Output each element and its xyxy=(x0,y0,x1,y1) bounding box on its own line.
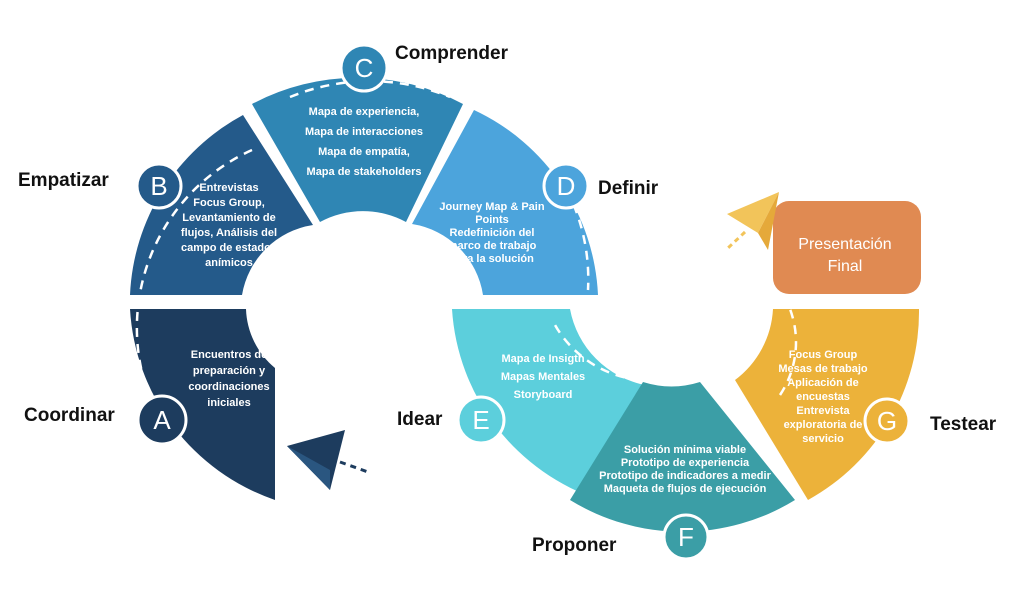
title-definir: Definir xyxy=(598,178,659,199)
description-line: Mapa de Insigth xyxy=(501,353,584,365)
badge-letter: C xyxy=(355,53,374,83)
description-line: marco de trabajo xyxy=(448,240,537,252)
segment-idear xyxy=(452,309,645,500)
segment-empatizar xyxy=(130,115,313,295)
description-line: Mapa de empatía, xyxy=(318,146,410,158)
description-line: Solución mínima viable xyxy=(624,444,746,456)
segment-proponer xyxy=(570,382,795,532)
description-line: Journey Map & Pain xyxy=(439,201,544,213)
description-line: Storyboard xyxy=(514,389,573,401)
description-line: servicio xyxy=(802,433,844,445)
description-line: Entrevistas xyxy=(199,182,258,194)
badge-letter: E xyxy=(472,405,489,435)
coordinar-description: Encuentros de preparación y coordinaciones… xyxy=(188,349,269,409)
description-line: Mesas de trabajo xyxy=(778,363,868,375)
description-line: coordinaciones xyxy=(188,381,269,393)
title-proponer: Proponer xyxy=(532,535,617,556)
title-idear: Idear xyxy=(397,409,443,430)
badge-e: E xyxy=(456,395,506,445)
paper-plane-icon xyxy=(287,430,369,490)
paper-plane-icon xyxy=(726,192,779,250)
description-line: iniciales xyxy=(207,397,250,409)
badge-letter: F xyxy=(678,522,694,552)
badge-a: A xyxy=(136,394,188,446)
description-line: anímicos xyxy=(205,257,253,269)
description-line: Focus Group, xyxy=(193,197,265,209)
presentacion-final-box xyxy=(773,201,921,294)
description-line: Focus Group xyxy=(789,349,858,361)
badge-g: G xyxy=(863,397,911,445)
badge-c: C xyxy=(339,43,389,93)
badge-letter: G xyxy=(877,406,897,436)
segment-comprender xyxy=(252,77,463,222)
segment-testear xyxy=(735,309,920,500)
title-testear: Testear xyxy=(930,414,997,435)
badge-b: B xyxy=(135,162,183,210)
title-empatizar: Empatizar xyxy=(18,170,109,191)
badge-letter: A xyxy=(153,405,171,435)
title-comprender: Comprender xyxy=(395,43,509,64)
badge-d: D xyxy=(542,162,590,210)
title-coordinar: Coordinar xyxy=(24,405,115,426)
description-line: campo de estados xyxy=(181,242,277,254)
segment-definir xyxy=(412,110,598,295)
description-line: Redefinición del xyxy=(450,227,535,239)
description-line: Mapas Mentales xyxy=(501,371,585,383)
description-line: Levantamiento de xyxy=(182,212,276,224)
description-line: Mapa de interacciones xyxy=(305,126,423,138)
dashed-arc-idear xyxy=(553,324,641,382)
description-line: para la solución xyxy=(450,253,534,265)
badge-f: F xyxy=(662,513,710,561)
description-line: preparación y xyxy=(193,365,266,377)
description-line: exploratoria de xyxy=(784,419,863,431)
comprender-description: Mapa de experiencia, Mapa de interaccione… xyxy=(305,106,423,178)
description-line: Aplicación de xyxy=(787,377,859,389)
description-line: Points xyxy=(475,214,509,226)
description-line: encuestas xyxy=(796,391,850,403)
dashed-arc-left xyxy=(135,148,253,469)
final-line: Final xyxy=(828,258,863,275)
segment-coordinar xyxy=(130,309,275,500)
description-line: flujos, Análisis del xyxy=(181,227,277,239)
description-line: Prototipo de experiencia xyxy=(621,457,750,469)
description-line: Entrevista xyxy=(796,405,850,417)
description-line: Maqueta de flujos de ejecución xyxy=(604,483,767,495)
description-line: Mapa de experiencia, xyxy=(309,106,420,118)
description-line: Prototipo de indicadores a medir xyxy=(599,470,771,482)
description-line: Mapa de stakeholders xyxy=(307,166,422,178)
badge-letter: D xyxy=(557,171,576,201)
badge-letter: B xyxy=(150,171,167,201)
final-line: Presentación xyxy=(798,236,891,253)
description-line: Encuentros de xyxy=(191,349,267,361)
